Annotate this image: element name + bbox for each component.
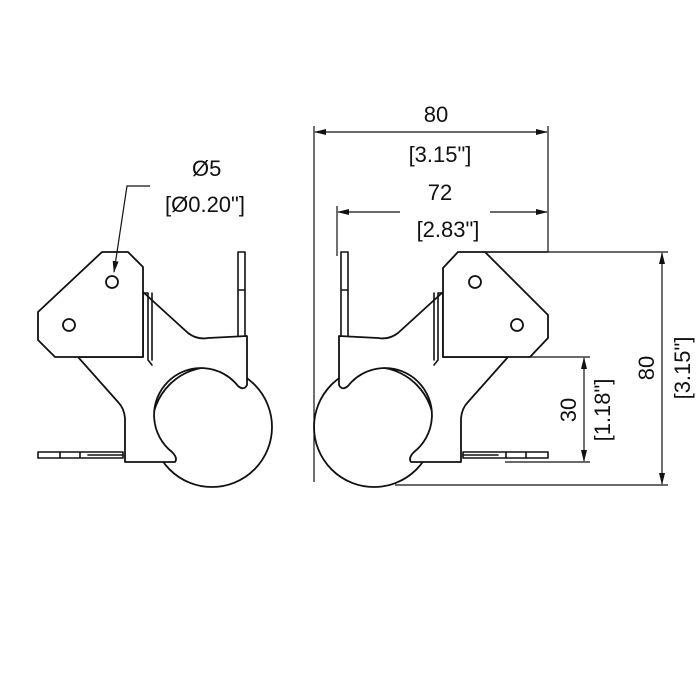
mounting-plate	[37, 251, 144, 358]
svg-text:30: 30	[556, 398, 581, 422]
left-view: Ø5 [Ø0.20"]	[37, 156, 273, 488]
svg-text:[3.15"]: [3.15"]	[670, 337, 695, 400]
hole-dim-mm: Ø5	[192, 156, 221, 181]
hole	[62, 318, 76, 332]
hole	[510, 318, 524, 332]
dim-lower-height: 30 [1.18"]	[505, 356, 615, 463]
hole	[105, 275, 119, 289]
mounting-plate	[442, 251, 549, 358]
dim-plate-width: 72 [2.83"]	[336, 180, 548, 256]
hole	[468, 275, 482, 289]
right-view	[313, 251, 549, 488]
svg-text:72: 72	[428, 180, 452, 205]
dim-overall-height: 80 [3.15"]	[395, 251, 695, 486]
svg-text:80: 80	[424, 102, 448, 127]
dim-overall-width: 80 [3.15"]	[313, 102, 549, 482]
hole-dim-inch: [Ø0.20"]	[165, 192, 245, 217]
svg-text:80: 80	[634, 356, 659, 380]
hole-leader	[112, 185, 150, 273]
svg-text:[1.18"]: [1.18"]	[590, 379, 615, 442]
svg-text:[2.83"]: [2.83"]	[417, 217, 480, 242]
svg-text:[3.15"]: [3.15"]	[409, 142, 472, 167]
